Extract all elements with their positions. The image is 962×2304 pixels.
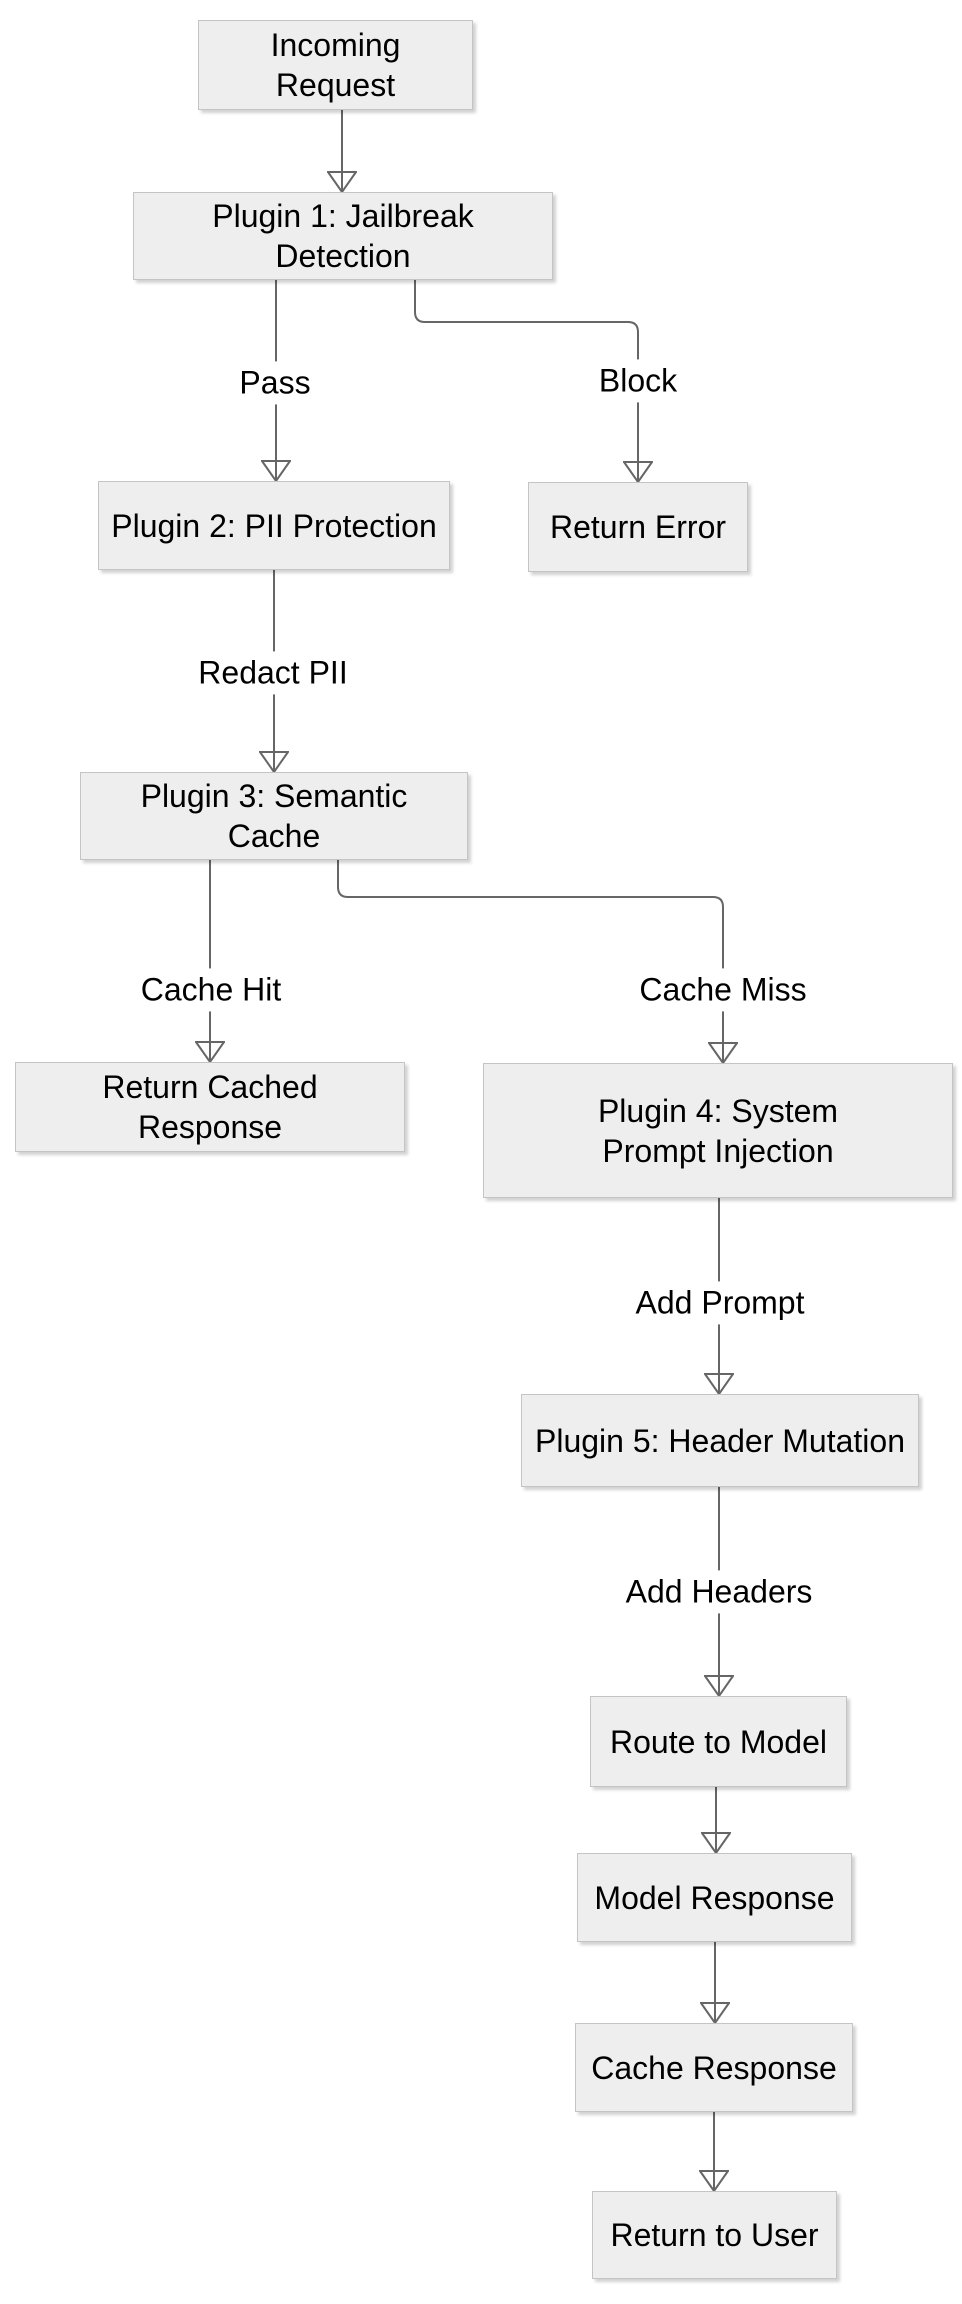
node-model-response: Model Response [577,1853,852,1942]
node-route-to-model: Route to Model [590,1696,847,1787]
node-return-error: Return Error [528,482,748,572]
node-plugin5-header-mutation: Plugin 5: Header Mutation [521,1394,919,1487]
edge-label-cache-miss: Cache Miss [630,968,816,1012]
edge-label-cache-hit: Cache Hit [131,968,291,1012]
edge-label-add-headers: Add Headers [616,1570,822,1614]
node-plugin4-system-prompt-injection: Plugin 4: System Prompt Injection [483,1063,953,1198]
edge-label-redact-pii: Redact PII [189,651,357,695]
node-return-to-user: Return to User [592,2191,837,2279]
node-plugin2-pii-protection: Plugin 2: PII Protection [98,481,450,570]
node-plugin1-jailbreak-detection: Plugin 1: Jailbreak Detection [133,192,553,280]
node-cache-response: Cache Response [575,2023,853,2112]
edge-plugin1-to-return-error [414,280,638,482]
edge-label-pass: Pass [230,361,320,405]
node-incoming-request: Incoming Request [198,20,473,110]
node-plugin3-semantic-cache: Plugin 3: Semantic Cache [80,772,468,860]
edge-label-add-prompt: Add Prompt [626,1281,814,1325]
edge-plugin3-to-plugin4 [337,860,723,1063]
node-return-cached-response: Return Cached Response [15,1062,405,1152]
edge-label-block: Block [589,359,687,403]
